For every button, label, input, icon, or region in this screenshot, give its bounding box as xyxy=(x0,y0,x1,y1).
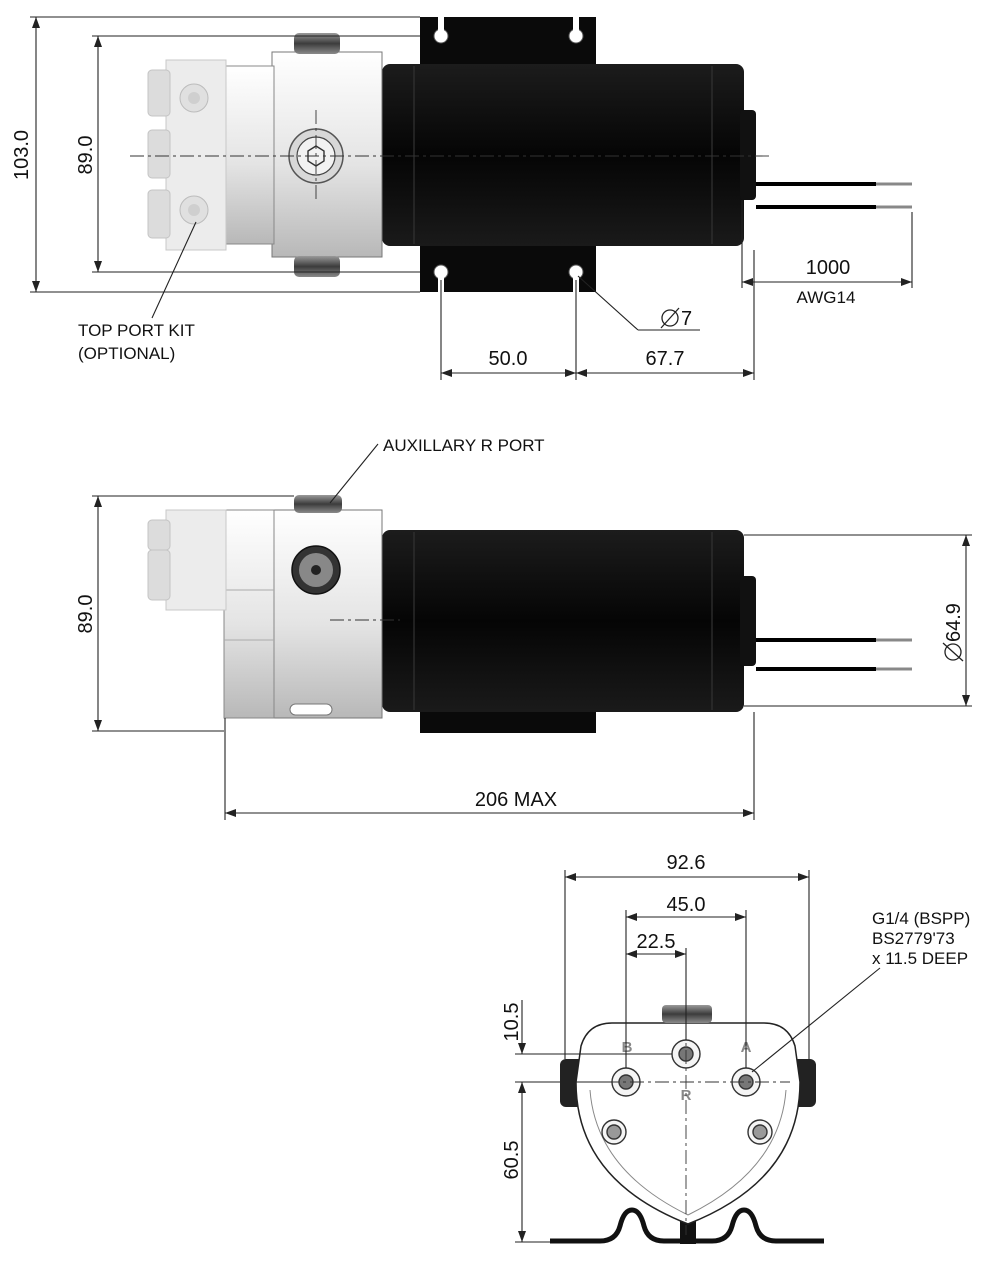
end-top-cap xyxy=(662,1005,712,1023)
bottom-cap xyxy=(294,256,340,277)
motor-end-cap xyxy=(740,110,756,200)
dim-height-body: 89.0 xyxy=(75,35,420,273)
aux-label: AUXILLARY R PORT xyxy=(383,436,545,455)
dim-50: 50.0 xyxy=(489,348,528,370)
port-b-label: B xyxy=(622,1039,633,1056)
dim-mount-spacing: 50.0 67.7 xyxy=(440,250,755,380)
dim-103: 103.0 xyxy=(11,130,33,180)
thread-line-2: BS2779'73 xyxy=(872,929,955,948)
top-port-kit xyxy=(147,59,227,251)
aux-port-callout: AUXILLARY R PORT xyxy=(329,436,545,504)
thread-line-1: G1/4 (BSPP) xyxy=(872,909,970,928)
dim-89-top: 89.0 xyxy=(75,136,97,175)
wire-gauge-label: AWG14 xyxy=(797,288,856,307)
end-ports xyxy=(601,1039,773,1145)
side-pump-body xyxy=(271,509,383,719)
side-wires xyxy=(756,638,912,671)
dim-overall-length: 206 MAX xyxy=(224,712,755,820)
pump-ring xyxy=(223,65,275,245)
dim-wire-length: 1000 AWG14 xyxy=(741,200,913,307)
side-motor xyxy=(382,530,744,712)
dim-89-side: 89.0 xyxy=(75,595,97,634)
motor-body xyxy=(382,64,744,246)
top-view: 103.0 89.0 1000 AWG14 7 xyxy=(11,16,913,380)
dim-hole-dia: 7 xyxy=(577,275,700,331)
kit-label-2: (OPTIONAL) xyxy=(78,344,175,363)
dim-port-spacing: 45.0 xyxy=(625,894,747,1068)
kit-label-1: TOP PORT KIT xyxy=(78,321,195,340)
dim-60: 60.5 xyxy=(501,1141,523,1180)
dim-7: 7 xyxy=(681,308,692,330)
dim-1000: 1000 xyxy=(806,257,851,279)
dim-height-outer: 103.0 xyxy=(11,16,420,293)
dim-10: 10.5 xyxy=(501,1003,523,1042)
dim-offset-top: 10.5 60.5 xyxy=(501,1000,672,1243)
dim-64: 64.9 xyxy=(943,603,965,642)
end-view: B A R 92.6 45.0 22.5 xyxy=(501,852,970,1244)
thread-callout: G1/4 (BSPP) BS2779'73 x 11.5 DEEP xyxy=(751,909,970,1073)
dim-45: 45.0 xyxy=(667,894,706,916)
dim-half-spacing: 22.5 xyxy=(626,931,687,1040)
side-view: 89.0 64.9 206 MAX AUXILLARY R PORT xyxy=(75,436,972,820)
aux-port-cap xyxy=(294,495,342,513)
side-ring xyxy=(223,509,275,719)
dim-end-width: 92.6 xyxy=(564,852,810,1059)
dim-side-height: 89.0 xyxy=(75,495,294,732)
side-port-kit xyxy=(147,509,227,611)
dim-22: 22.5 xyxy=(637,931,676,953)
dim-67: 67.7 xyxy=(646,348,685,370)
top-port-kit-callout: TOP PORT KIT (OPTIONAL) xyxy=(78,221,197,363)
dim-92: 92.6 xyxy=(667,852,706,874)
dim-motor-dia: 64.9 xyxy=(744,534,972,707)
top-cap xyxy=(294,33,340,54)
thread-line-3: x 11.5 DEEP xyxy=(872,949,968,968)
dim-206: 206 MAX xyxy=(475,789,557,811)
motor-wires xyxy=(756,182,912,209)
